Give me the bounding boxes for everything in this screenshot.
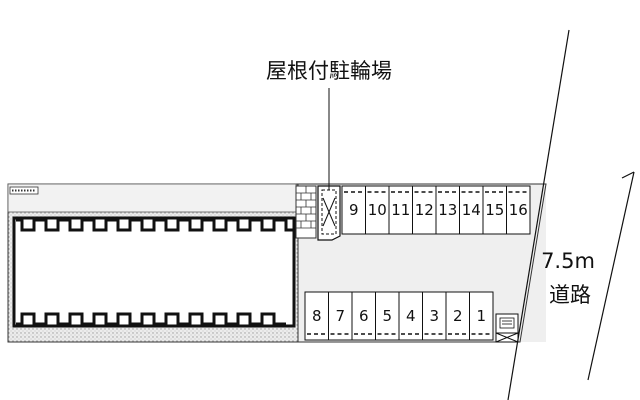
parking-stall: 7 — [328, 291, 353, 341]
parking-stall-number: 11 — [391, 201, 410, 219]
parking-stall: 8 — [304, 291, 329, 341]
building-top-strip — [7, 183, 297, 213]
parking-stall: 5 — [375, 291, 400, 341]
parking-stall: 1 — [469, 291, 494, 341]
parking-stall: 9 — [341, 185, 366, 235]
parking-stall: 11 — [388, 185, 413, 235]
parking-stall-number: 16 — [509, 201, 528, 219]
parking-stall: 10 — [365, 185, 390, 235]
road-edge-left — [507, 29, 570, 400]
parking-stall-number: 14 — [462, 201, 481, 219]
parking-stall-number: 6 — [359, 307, 369, 325]
parking-stall-number: 13 — [438, 201, 457, 219]
parking-stall: 2 — [445, 291, 470, 341]
bicycle-parking-label: 屋根付駐輪場 — [266, 59, 392, 83]
parking-stall-number: 15 — [485, 201, 504, 219]
parking-stall-number: 5 — [382, 307, 392, 325]
road-area — [520, 186, 640, 342]
parking-stall-number: 2 — [453, 307, 463, 325]
building-balcony-top — [16, 218, 298, 232]
parking-stall-number: 10 — [368, 201, 387, 219]
parking-stall: 3 — [422, 291, 447, 341]
apartment-building — [12, 216, 296, 328]
parking-stall-number: 7 — [335, 307, 345, 325]
parking-stall: 4 — [398, 291, 423, 341]
parking-stall-number: 1 — [476, 307, 486, 325]
parking-stall: 6 — [351, 291, 376, 341]
parking-stall: 15 — [482, 185, 507, 235]
parking-stall: 16 — [506, 185, 531, 235]
parking-stall-number: 12 — [415, 201, 434, 219]
building-balcony-bottom — [16, 312, 286, 326]
parking-stall-number: 4 — [406, 307, 416, 325]
road-edge-right — [587, 171, 635, 381]
parking-stall: 14 — [459, 185, 484, 235]
parking-stall-number: 9 — [349, 201, 359, 219]
entrance-marker — [495, 313, 519, 343]
parking-stall-number: 8 — [312, 307, 322, 325]
parking-stall: 12 — [412, 185, 437, 235]
parking-stall-number: 3 — [429, 307, 439, 325]
road-name-label: 道路 — [549, 283, 591, 307]
parking-stall: 13 — [435, 185, 460, 235]
brick-wall — [295, 185, 317, 239]
bicycle-parking-structure — [317, 185, 341, 241]
road-width-label: 7.5m — [541, 249, 595, 273]
